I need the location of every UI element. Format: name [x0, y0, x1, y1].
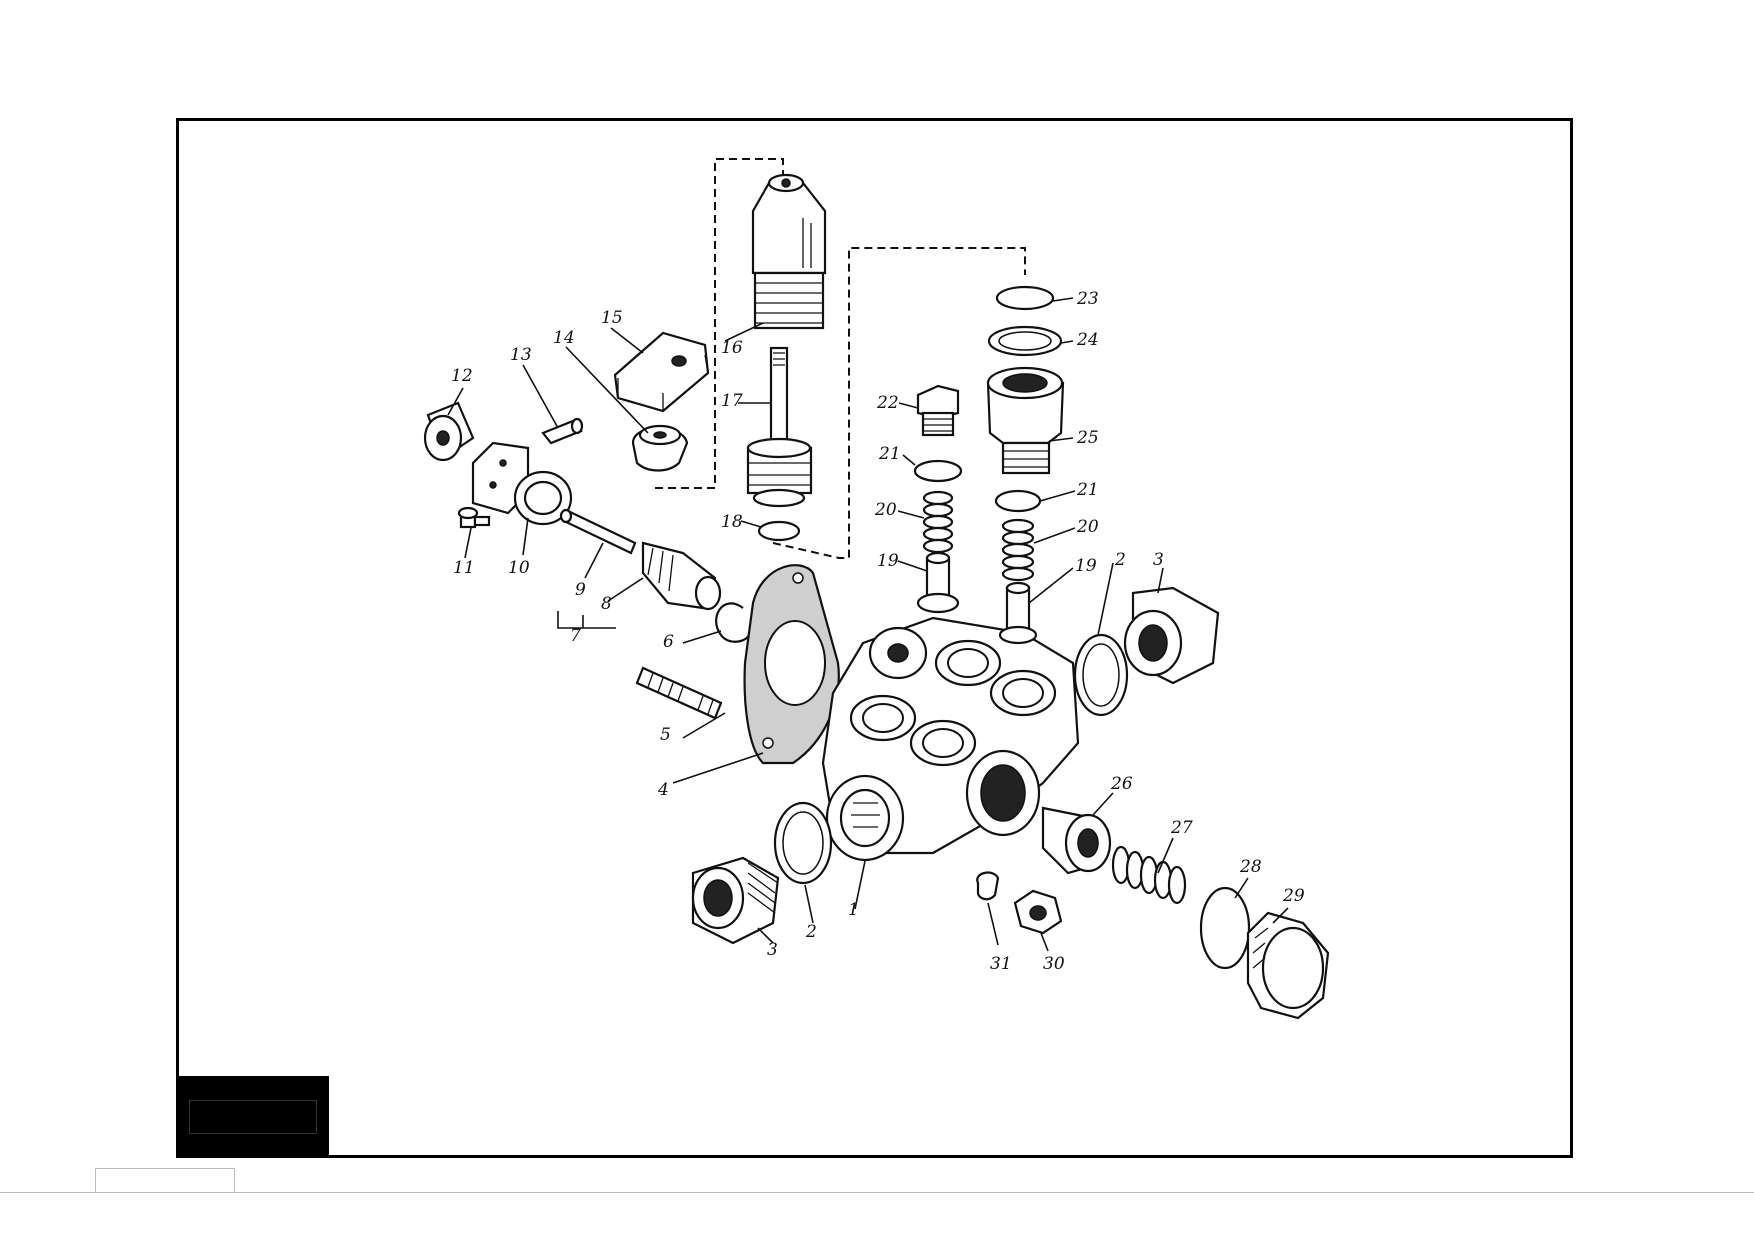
part-label: 8: [601, 594, 612, 614]
screw-part: [457, 506, 491, 529]
roller-part: [423, 401, 475, 462]
pin-part: [541, 417, 584, 445]
sealing-ring-part: [1199, 886, 1251, 970]
lock-washer-part: [976, 871, 1000, 901]
part-label: 2: [805, 922, 817, 942]
cap-part: [631, 424, 689, 472]
o-ring-part: [995, 285, 1055, 311]
check-valve-part: [998, 581, 1038, 645]
flange-plate-part: [613, 331, 710, 413]
part-label: 16: [721, 338, 743, 358]
part-label: 19: [1075, 556, 1097, 576]
union-plug-part: [1123, 586, 1220, 685]
part-label: 12: [451, 366, 473, 386]
gasket-part: [743, 564, 840, 765]
part-label: 15: [601, 308, 623, 328]
part-label: 19: [877, 551, 899, 571]
end-plug-part: [1246, 911, 1330, 1020]
part-label: 14: [553, 328, 575, 348]
nozzle-holder-part: [751, 173, 827, 330]
washer-part: [987, 325, 1063, 357]
part-label: 26: [1110, 774, 1133, 794]
stud-part: [635, 666, 723, 720]
spring-part: [922, 490, 954, 554]
page-bottom-rule: [0, 1192, 1754, 1193]
part-label: 20: [874, 500, 897, 520]
part-label: 17: [721, 391, 743, 411]
sleeve-part: [1041, 806, 1112, 875]
spring-part: [1001, 518, 1035, 582]
valve-holder-part: [986, 366, 1065, 475]
spring-part: [1111, 845, 1187, 905]
part-label: 30: [1043, 954, 1065, 974]
part-label: 10: [508, 558, 530, 578]
part-label: 9: [575, 580, 586, 600]
part-label: 3: [767, 940, 778, 960]
part-label: 5: [660, 725, 671, 745]
assembly-guide-line: [772, 247, 1026, 559]
snap-ring-part: [715, 602, 750, 643]
part-label: 29: [1282, 886, 1305, 906]
sealing-ring-part: [773, 801, 833, 885]
part-label: 1: [848, 900, 859, 920]
diagram-frame: 1 2 2 3 3 4 5 6 7 8 9 10 11 12 13 14 15 …: [176, 118, 1573, 1158]
part-label: 11: [453, 558, 475, 578]
part-label: 21: [878, 444, 901, 464]
part-label: 20: [1076, 517, 1099, 537]
part-labels: 1 2 2 3 3 4 5 6 7 8 9 10 11 12 13 14 15 …: [451, 289, 1305, 974]
o-ring-part: [913, 459, 963, 483]
push-rod-part: [559, 508, 637, 555]
assembly-guide-line: [655, 158, 784, 489]
o-ring-part: [994, 489, 1042, 513]
exploded-view-diagram: 1 2 2 3 3 4 5 6 7 8 9 10 11 12 13 14 15 …: [423, 158, 1330, 1020]
page-tab[interactable]: [95, 1168, 235, 1192]
part-label: 28: [1239, 857, 1262, 877]
part-label: 21: [1076, 480, 1099, 500]
plunger-part: [746, 346, 813, 508]
part-label: 27: [1170, 818, 1193, 838]
part-label: 6: [663, 632, 674, 652]
part-label: 2: [1114, 550, 1126, 570]
valve-part: [641, 541, 722, 611]
black-label-box: [179, 1076, 329, 1158]
part-label: 3: [1153, 550, 1164, 570]
part-label: 23: [1076, 289, 1099, 309]
leader-lines: [447, 297, 1289, 952]
part-label: 31: [990, 954, 1012, 974]
part-label: 4: [657, 780, 669, 800]
yoke-part: [471, 441, 573, 526]
union-plug-part: [691, 856, 780, 945]
check-valve-part: [916, 551, 960, 614]
sealing-ring-part: [1073, 633, 1129, 717]
part-label: 22: [876, 393, 899, 413]
part-label: 7: [570, 626, 581, 646]
nut-part: [1013, 889, 1063, 935]
label-box-inner: [189, 1100, 317, 1134]
part-label: 25: [1076, 428, 1099, 448]
washer-part: [757, 520, 801, 542]
pump-housing-part: [821, 616, 1080, 862]
part-label: 13: [510, 345, 532, 365]
part-label: 18: [721, 512, 743, 532]
part-label: 24: [1076, 330, 1099, 350]
bleed-plug-part: [916, 384, 960, 437]
